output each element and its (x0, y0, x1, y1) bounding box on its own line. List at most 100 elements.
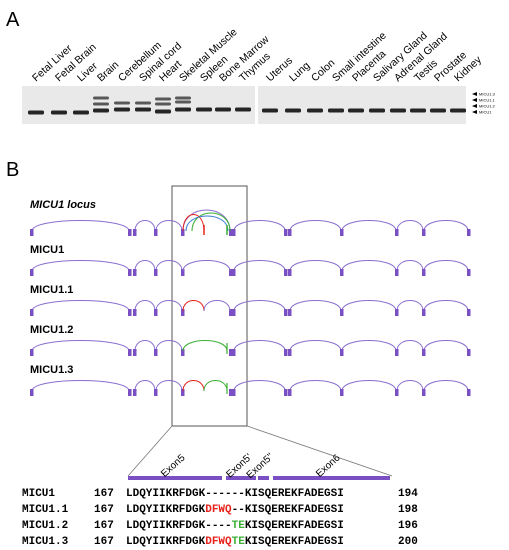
alignment-name: MICU1.2 (22, 520, 68, 532)
exon-block (154, 309, 158, 316)
gel-band (369, 108, 385, 113)
gel-band (175, 96, 191, 100)
gel-band (93, 96, 109, 100)
exon-bar (273, 476, 390, 480)
gel-band (93, 108, 109, 113)
intron-arc (233, 340, 286, 352)
exon-block (284, 389, 288, 396)
gel-band (114, 101, 130, 105)
exon-block (284, 349, 288, 356)
exon-bar (226, 476, 256, 480)
exon-block (232, 309, 236, 316)
exon-bar (258, 476, 269, 480)
intron-arc (182, 300, 205, 312)
exon-block (128, 389, 132, 396)
intron-arc (182, 260, 231, 272)
isoform-label: MICU1.1 (30, 284, 73, 296)
alignment-name: MICU1 (22, 488, 55, 500)
exon-block (181, 229, 185, 236)
intron-arc (396, 300, 424, 312)
gel-band (51, 110, 67, 115)
intron-arc (31, 340, 130, 352)
intron-arc (233, 260, 286, 272)
alignment-start: 167 (94, 536, 114, 548)
intron-arc (341, 340, 397, 352)
exon-block (133, 389, 137, 396)
band-marker-label: MICU1.3 (479, 92, 496, 97)
intron-arc (396, 380, 424, 392)
gel-left (22, 86, 255, 124)
intron-arc (289, 220, 342, 232)
intron-arc (233, 220, 286, 232)
band-marker-arrow (472, 110, 477, 114)
exon-block (232, 229, 236, 236)
intron-arc (289, 340, 342, 352)
exon-block (133, 309, 137, 316)
gel-band (390, 108, 406, 113)
band-marker-arrow (472, 98, 477, 102)
exon-block (395, 389, 399, 396)
intron-arc (289, 300, 342, 312)
gel-band (307, 108, 323, 113)
exon-block (30, 229, 34, 236)
intron-arc (31, 260, 130, 272)
exon-block (232, 269, 236, 276)
exon-block (395, 269, 399, 276)
alignment-sequence: LDQYIIKRFDGKDFWQTEKISQEREKFADEGSI (126, 536, 344, 548)
isoform-label: MICU1 (30, 244, 64, 256)
exon-block (340, 389, 344, 396)
exon-block (154, 349, 158, 356)
exon-block (422, 309, 426, 316)
intron-arc (341, 220, 397, 232)
intron-arc (203, 380, 228, 392)
exon-block (229, 309, 233, 316)
intron-arc (341, 380, 397, 392)
gel-band (28, 110, 44, 115)
alignment-sequence: LDQYIIKRFDGK----TEKISQEREKFADEGSI (126, 520, 344, 532)
sequence-segment: LDQYIIKRFDGK (126, 520, 206, 532)
gel-band (175, 107, 191, 112)
intron-arc (155, 340, 183, 352)
gel-bands (28, 96, 466, 115)
intron-arc (31, 300, 130, 312)
sequence-segment: LDQYIIKRFDGK (126, 488, 206, 500)
band-marker-label: MICU1.2 (479, 104, 496, 109)
exon-block (288, 229, 292, 236)
exon-block (30, 349, 34, 356)
exon-block (340, 309, 344, 316)
sequence-segment: TE (232, 520, 246, 532)
gel-band (262, 108, 278, 113)
exon-block (284, 229, 288, 236)
exon-block (288, 349, 292, 356)
exon-block (133, 349, 137, 356)
band-marker-label: MICU1.1 (479, 98, 496, 103)
exon-block (467, 229, 471, 236)
sequence-segment: ------ (205, 488, 245, 500)
exon-block (288, 389, 292, 396)
gel-band (155, 97, 171, 101)
intron-arc (423, 380, 469, 392)
exon-block (128, 309, 132, 316)
isoform-label: MICU1.3 (30, 364, 73, 376)
intron-arc (134, 340, 156, 352)
intron-arc (134, 220, 156, 232)
intron-arc (155, 220, 183, 232)
gel-band (175, 100, 191, 104)
gel-band (215, 107, 231, 112)
exon-block (395, 349, 399, 356)
panel-b-letter: B (6, 159, 19, 181)
intron-arc (155, 380, 183, 392)
intron-arc (155, 300, 183, 312)
exon-block (232, 349, 236, 356)
intron-arc (289, 380, 342, 392)
gel-band (93, 102, 109, 106)
exon-block (284, 269, 288, 276)
exon-block (340, 269, 344, 276)
gel-band (114, 107, 130, 112)
intron-arc (423, 300, 469, 312)
intron-arc (289, 260, 342, 272)
sequence-segment: DFWQ (205, 504, 232, 516)
